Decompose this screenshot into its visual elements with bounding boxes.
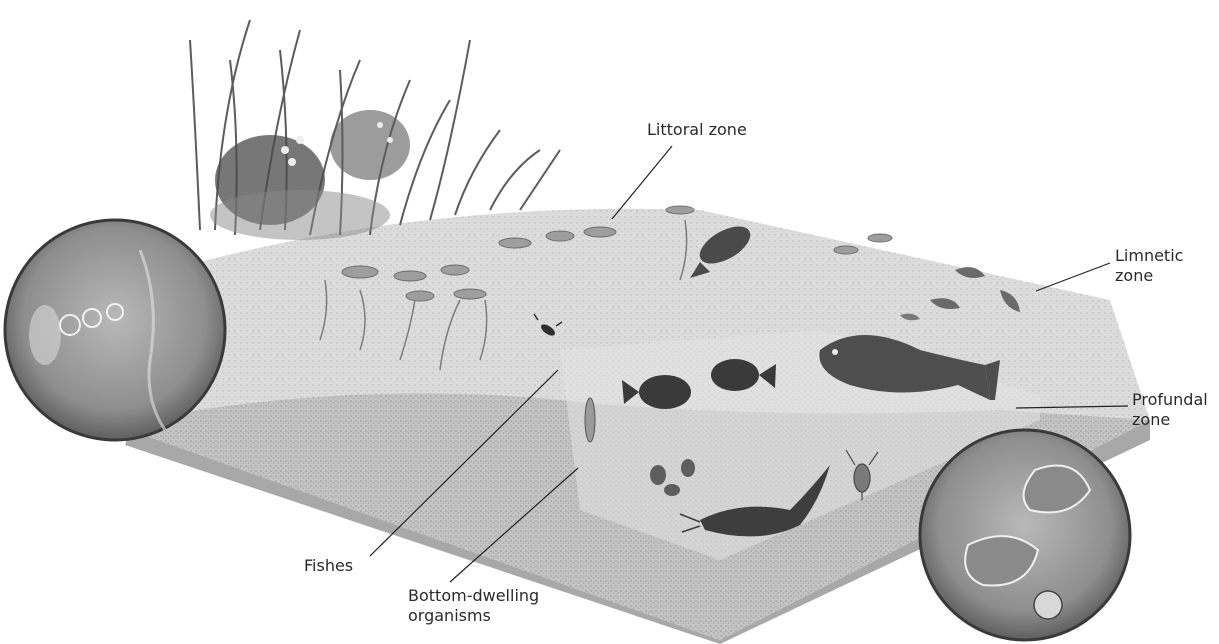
microscope-inset-icon (5, 220, 225, 440)
littoral-zone-text: Littoral zone (647, 120, 747, 140)
profundal-zone-line-1: Profundal (1132, 390, 1208, 410)
profundal-zone-line-2: zone (1132, 410, 1208, 430)
fishes-text: Fishes (304, 556, 353, 576)
limnetic-zone-line-1: Limnetic (1115, 246, 1183, 266)
small-fish-vertical (585, 398, 595, 442)
littoral-zone-label: Littoral zone (647, 120, 747, 140)
leader-littoral (612, 146, 672, 219)
microscope-inset-profundal (920, 430, 1130, 640)
profundal-zone-label: Profundal zone (1132, 390, 1208, 430)
bottom-dwelling-line-1: Bottom-dwelling (408, 586, 539, 606)
limnetic-zone-line-2: zone (1115, 266, 1183, 286)
bottom-dwelling-line-2: organisms (408, 606, 539, 626)
leader-limnetic (1036, 263, 1110, 291)
shore-foliage (210, 110, 410, 240)
limnetic-zone-label: Limnetic zone (1115, 246, 1183, 286)
fishes-label: Fishes (304, 556, 353, 576)
bottom-dwelling-label: Bottom-dwelling organisms (408, 586, 539, 626)
